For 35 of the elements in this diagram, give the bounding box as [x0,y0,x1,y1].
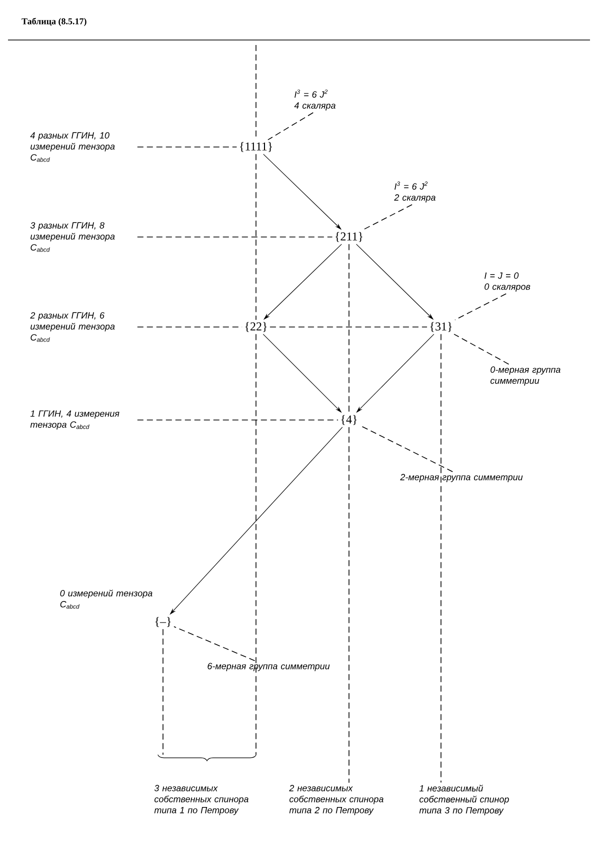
dashed-line [440,334,442,783]
column-label: 3 независимых собственных спинора типа 1 по Петрову [154,784,248,816]
dashed-line [137,236,333,238]
column-label: 1 независимый собственный спинор типа 3 по Петрову [419,784,509,816]
row-label: 3 разных ГГИН, 8 измерений тензора C$_{abcd}$ [30,222,115,252]
annotation-text: I$^{3}$ = 6 J$^{2}$ 4 скаляра [294,90,336,110]
dashed-line [348,426,350,784]
partition-label: {1111} [240,142,272,152]
partition-label: {22} [245,322,267,332]
annotation-text: 2-мерная группа симметрии [400,474,523,482]
row-label: 1 ГГИН, 4 измерения тензора C$_{abcd}$ [30,410,120,430]
partition-label: {31} [430,322,452,332]
partition-label: {–} [155,617,171,627]
table-title: Таблица (8.5.17) [22,18,86,26]
dashed-line [162,628,164,756]
leader-line [454,293,507,320]
dashed-line [348,244,350,414]
leader-line [362,204,412,230]
leader-line [174,626,256,662]
curly-bracket [158,754,256,762]
annotation-text: I = J = 0 0 скаляров [484,272,530,292]
annotation-text: 6-мерная группа симметрии [208,662,330,672]
dashed-line [137,146,238,148]
leader-line [268,112,314,140]
row-label: 2 разных ГГИН, 6 измерений тензора C$_{abcd}$ [30,312,115,342]
leader-line [454,334,510,365]
leader-line [360,425,454,472]
column-label: 2 независимых собственных спинора типа 2 по Петрову [289,784,384,816]
partition-label: {4} [341,415,357,425]
annotation-text: 0-мерная группа симметрии [490,366,560,386]
annotation-text: I$^{3}$ = 6 J$^{2}$ 2 скаляра [394,182,436,202]
caption-text: 0 измерений тензора C$_{abcd}$ [60,590,152,609]
row-label: 4 разных ГГИН, 10 измерений тензора C$_{abcd}$ [30,132,115,162]
partition-label: {211} [336,232,362,242]
dashed-line [270,326,428,328]
